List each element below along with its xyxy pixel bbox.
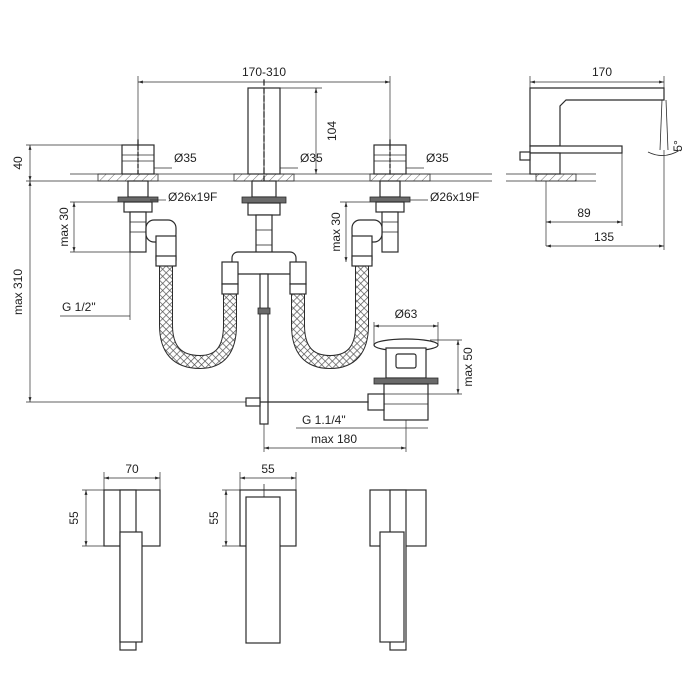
label-spout-top-height: 55 [207, 511, 221, 525]
dimension-lines [26, 76, 665, 547]
label-spout-height: 104 [325, 121, 339, 141]
label-max30-left: max 30 [57, 207, 71, 247]
top-view-right-handle [369, 489, 427, 651]
label-waste-dia: Ø63 [395, 307, 418, 321]
label-side-width: 170 [592, 65, 612, 79]
label-dia-center: Ø35 [300, 151, 323, 165]
label-swivel-angle: 5° [671, 140, 685, 152]
label-dia-right: Ø35 [426, 151, 449, 165]
label-side-depth: 135 [594, 230, 614, 244]
label-waste-height: max 50 [461, 347, 475, 387]
label-hole-right: Ø26x19F [430, 190, 479, 204]
front-view [70, 79, 492, 425]
side-view [506, 87, 681, 182]
top-view-left-handle [103, 489, 161, 651]
right-valve [351, 139, 411, 261]
dimension-labels: 170-310 170 104 40 Ø35 Ø35 Ø35 Ø26x19F Ø… [11, 65, 685, 525]
top-view-spout [239, 484, 297, 644]
label-thread-waste: G 1.1/4" [302, 413, 346, 427]
center-spout [221, 79, 307, 425]
label-max30-right: max 30 [329, 212, 343, 252]
label-handle-height: 55 [67, 511, 81, 525]
label-thread-half: G 1/2" [62, 300, 96, 314]
flex-hoses [155, 255, 373, 370]
label-hole-left: Ø26x19F [168, 190, 217, 204]
label-center-span: 170-310 [242, 65, 286, 79]
left-valve [117, 139, 177, 261]
label-deck-height: 40 [11, 156, 25, 170]
waste-assembly [245, 338, 439, 421]
label-side-spout: 89 [577, 206, 591, 220]
label-handle-width: 70 [125, 462, 139, 476]
label-max180: max 180 [311, 432, 357, 446]
label-max310: max 310 [11, 269, 25, 315]
label-dia-left: Ø35 [174, 151, 197, 165]
label-spout-top-width: 55 [261, 462, 275, 476]
deck-surface [70, 173, 492, 182]
